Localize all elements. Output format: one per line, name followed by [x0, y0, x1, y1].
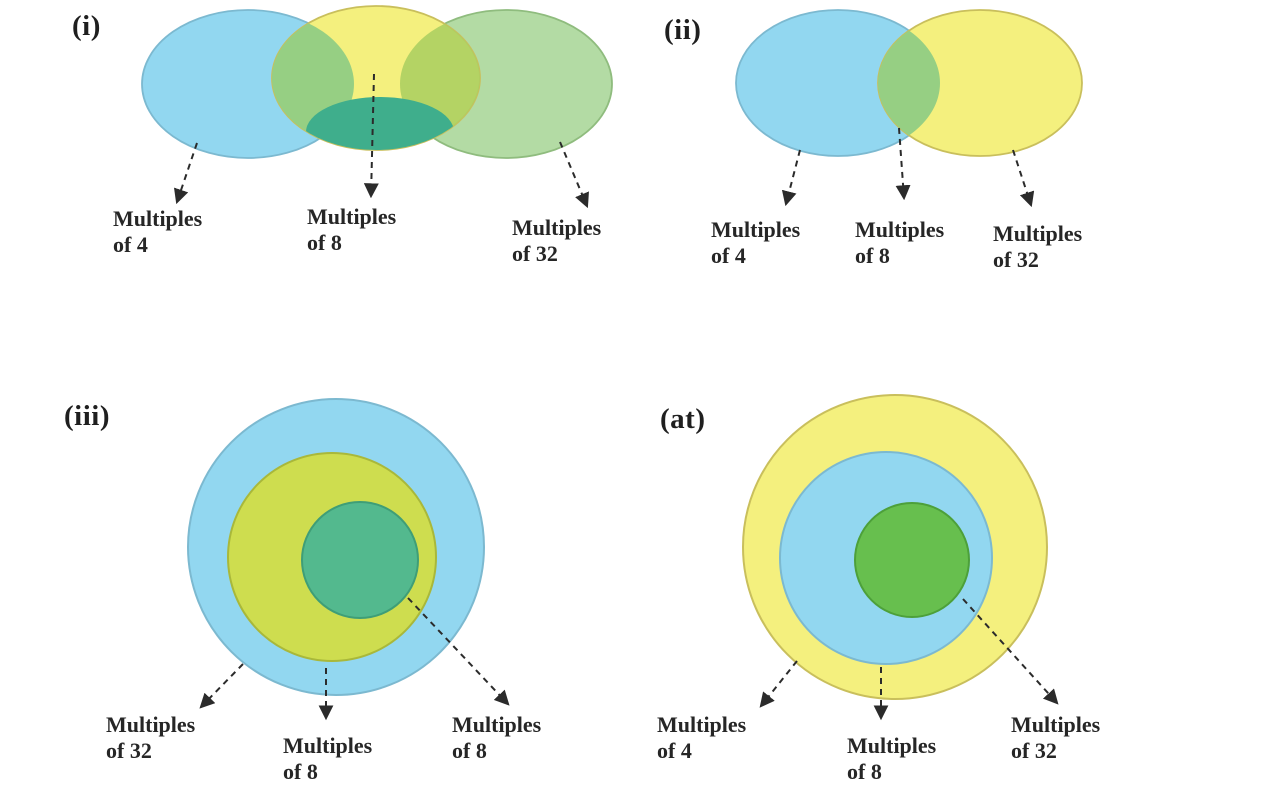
label-line: of 4: [657, 737, 692, 763]
label-line: Multiples: [113, 206, 203, 231]
panel-iii-label-right: Multiples of 8: [452, 712, 541, 764]
arrow-to-multiples-of-4: [759, 660, 798, 708]
arrow-to-multiples-of-4: [781, 149, 801, 207]
label-line: of 8: [855, 242, 890, 268]
arrow-to-multiples-of-8: [895, 127, 911, 201]
arrow-to-multiples-of-32: [199, 663, 244, 709]
panel-ii-label-multiples-of-8: Multiples of 8: [855, 217, 944, 269]
label-line: Multiples: [711, 217, 801, 242]
panel-iii-label-multiples-of-8: Multiples of 8: [283, 733, 372, 785]
label-line: of 8: [847, 758, 882, 784]
label-line: of 32: [512, 240, 558, 266]
label-line: Multiples: [993, 221, 1083, 246]
label-line: of 8: [452, 737, 487, 763]
overlap-8-and-32: [400, 10, 480, 150]
arrow-to-multiples-of-32: [962, 598, 1059, 705]
inner-circle: [854, 502, 970, 618]
label-line: of 4: [113, 231, 148, 257]
label-line: of 4: [711, 242, 746, 268]
label-line: Multiples: [283, 733, 373, 758]
panel-iv-label-multiples-of-4: Multiples of 4: [657, 712, 746, 764]
label-line: Multiples: [307, 204, 397, 229]
label-line: Multiples: [106, 712, 196, 737]
label-line: Multiples: [1011, 712, 1101, 737]
panel-ii-label-multiples-of-4: Multiples of 4: [711, 217, 800, 269]
panel-i-label-multiples-of-8: Multiples of 8: [307, 204, 396, 256]
label-line: Multiples: [512, 215, 602, 240]
label-line: Multiples: [452, 712, 542, 737]
panel-iii-label-multiples-of-32: Multiples of 32: [106, 712, 195, 764]
arrow-to-multiples-of-32: [1012, 149, 1035, 208]
arrow-to-multiples-of-4: [173, 142, 198, 205]
panel-ii-index-label: (ii): [664, 14, 702, 46]
panel-iv-index-label: (at): [660, 403, 706, 435]
panel-i-label-multiples-of-4: Multiples of 4: [113, 206, 202, 258]
label-line: of 32: [1011, 737, 1057, 763]
inner-circle: [301, 501, 419, 619]
panel-i-label-multiples-of-32: Multiples of 32: [512, 215, 601, 267]
overlap-teal-region: [306, 97, 454, 150]
arrow-to-multiples-of-8: [363, 73, 379, 199]
label-line: of 8: [307, 229, 342, 255]
label-line: Multiples: [855, 217, 945, 242]
panel-iv-label-multiples-of-8: Multiples of 8: [847, 733, 936, 785]
arrow-to-multiples-of-32: [559, 141, 589, 209]
panel-i-index-label: (i): [72, 10, 101, 42]
panel-iv-diagram: [742, 394, 1059, 721]
label-line: of 8: [283, 758, 318, 784]
label-line: Multiples: [847, 733, 937, 758]
panel-iii-index-label: (iii): [64, 400, 110, 432]
panel-i-diagram: [141, 5, 613, 209]
panel-ii-diagram: [735, 9, 1083, 208]
label-line: Multiples: [657, 712, 747, 737]
label-line: of 32: [106, 737, 152, 763]
arrow-to-right-label: [407, 597, 510, 706]
panel-ii-label-multiples-of-32: Multiples of 32: [993, 221, 1082, 273]
label-line: of 32: [993, 246, 1039, 272]
panel-iii-diagram: [187, 398, 510, 721]
panel-iv-label-multiples-of-32: Multiples of 32: [1011, 712, 1100, 764]
